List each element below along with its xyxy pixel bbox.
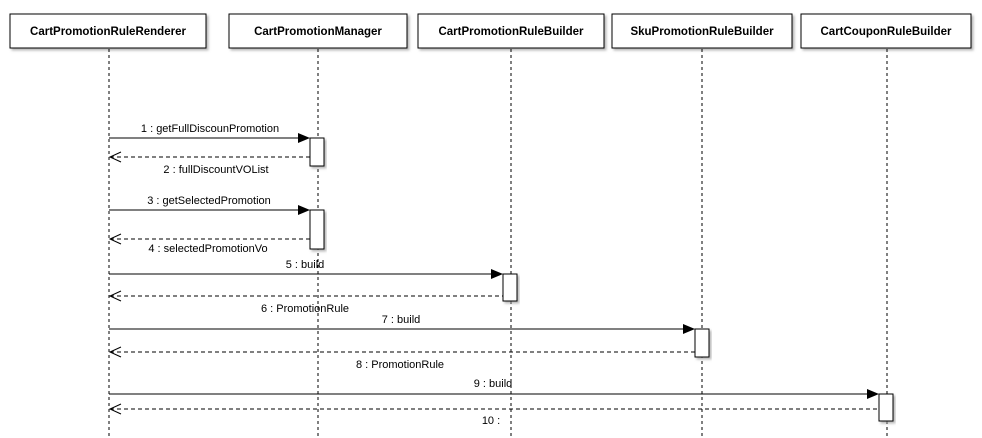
arrowhead-icon	[491, 269, 503, 279]
open-arrowhead-icon	[108, 290, 122, 302]
participant-renderer: CartPromotionRuleRenderer	[9, 13, 207, 49]
message-label: 3 : getSelectedPromotion	[147, 195, 271, 207]
participant-name: CartPromotionRuleRenderer	[30, 26, 186, 38]
message-label: 2 : fullDiscountVOList	[163, 164, 268, 176]
arrowhead-icon	[683, 324, 695, 334]
participant-name: CartPromotionManager	[254, 26, 382, 38]
open-arrowhead-icon	[108, 346, 122, 358]
message-5: 5 : build	[109, 259, 503, 279]
message-label: 7 : build	[382, 314, 421, 326]
message-label: 8 : PromotionRule	[356, 359, 444, 371]
message-7: 7 : build	[109, 314, 695, 334]
message-label: 10 :	[482, 415, 500, 427]
participant-cart-builder: CartPromotionRuleBuilder	[417, 13, 605, 49]
activation-box	[309, 137, 325, 167]
message-1: 1 : getFullDiscounPromotion	[109, 123, 310, 143]
activation-box	[694, 328, 710, 358]
message-2: 2 : fullDiscountVOList	[108, 151, 310, 176]
activation-box	[878, 393, 894, 422]
message-10: 10 :	[108, 403, 879, 427]
message-label: 9 : build	[474, 378, 513, 390]
message-3: 3 : getSelectedPromotion	[109, 195, 310, 215]
message-label: 5 : build	[286, 259, 325, 271]
arrowhead-icon	[298, 205, 310, 215]
participant-name: CartCouponRuleBuilder	[821, 26, 952, 38]
participant-coupon-builder: CartCouponRuleBuilder	[800, 13, 972, 49]
participant-name: CartPromotionRuleBuilder	[438, 26, 584, 38]
participant-name: SkuPromotionRuleBuilder	[630, 26, 774, 38]
message-4: 4 : selectedPromotionVo	[108, 233, 310, 255]
message-9: 9 : build	[109, 378, 879, 399]
arrowhead-icon	[867, 389, 879, 399]
participant-manager: CartPromotionManager	[228, 13, 408, 49]
message-label: 6 : PromotionRule	[261, 303, 349, 315]
open-arrowhead-icon	[108, 233, 122, 245]
activation-box	[502, 273, 518, 302]
message-8: 8 : PromotionRule	[108, 346, 695, 371]
message-6: 6 : PromotionRule	[108, 290, 503, 315]
open-arrowhead-icon	[108, 403, 122, 415]
activation-box	[309, 209, 325, 250]
message-label: 1 : getFullDiscounPromotion	[141, 123, 279, 135]
arrowhead-icon	[298, 133, 310, 143]
open-arrowhead-icon	[108, 151, 122, 163]
participant-sku-builder: SkuPromotionRuleBuilder	[611, 13, 793, 49]
message-label: 4 : selectedPromotionVo	[148, 243, 267, 255]
